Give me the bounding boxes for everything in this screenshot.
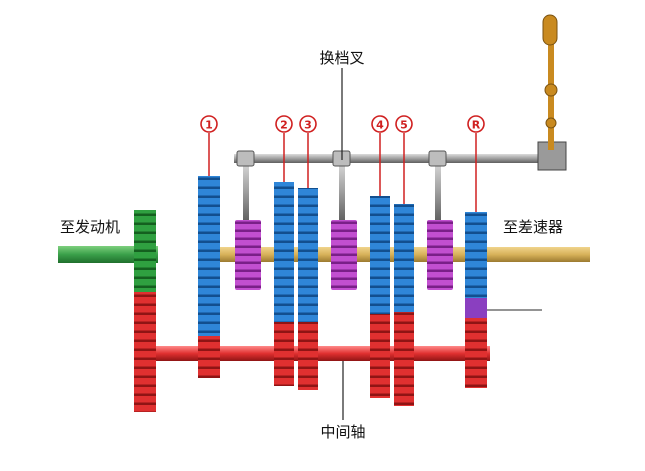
- counter-drive-gear: [134, 292, 156, 412]
- gear-2-counter: [274, 322, 294, 386]
- gear-marker-r-label: R: [472, 119, 481, 132]
- input-gear-green: [134, 210, 156, 292]
- gear-2-main: [274, 182, 294, 322]
- gear-marker-3: 3: [299, 115, 317, 133]
- gear-marker-2-label: 2: [280, 119, 288, 132]
- countershaft-label: 中间轴: [320, 423, 365, 441]
- fork-stem-3-4: [339, 160, 345, 222]
- reverse-idler: [465, 298, 487, 318]
- lever-pivot-ball: [544, 83, 558, 97]
- gear-5-counter: [394, 312, 414, 406]
- gear-marker-1-label: 1: [205, 119, 213, 132]
- gear-marker-5: 5: [395, 115, 413, 133]
- shift-rail: [234, 154, 559, 163]
- lever-joint-ball: [545, 117, 557, 129]
- shift-fork-label: 换档叉: [319, 49, 364, 67]
- gear-4-counter: [370, 314, 390, 398]
- gear-1-main: [198, 176, 220, 336]
- gear-3-counter: [298, 322, 318, 390]
- fork-clamp-5-r: [428, 150, 447, 167]
- lever-knob: [542, 14, 558, 46]
- gear-4-main: [370, 196, 390, 314]
- gear-r-main: [465, 212, 487, 298]
- gear-marker-3-label: 3: [304, 119, 312, 132]
- input-shaft: [58, 246, 158, 263]
- gear-marker-1: 1: [200, 115, 218, 133]
- gear-1-counter: [198, 336, 220, 378]
- fork-clamp-1-2: [236, 150, 255, 167]
- fork-stem-5-r: [435, 160, 441, 222]
- gear-marker-r: R: [467, 115, 485, 133]
- synchro-1-2: [235, 220, 261, 290]
- fork-stem-1-2: [243, 160, 249, 222]
- to-differential-label: 至差速器: [503, 218, 563, 236]
- gear-5-main: [394, 204, 414, 312]
- synchro-5-r: [427, 220, 453, 290]
- gear-marker-5-label: 5: [400, 119, 408, 132]
- gear-marker-4: 4: [371, 115, 389, 133]
- synchro-3-4: [331, 220, 357, 290]
- gear-marker-4-label: 4: [376, 119, 384, 132]
- gear-3-main: [298, 188, 318, 322]
- gear-marker-2: 2: [275, 115, 293, 133]
- to-engine-label: 至发动机: [60, 218, 120, 236]
- gear-r-counter: [465, 318, 487, 388]
